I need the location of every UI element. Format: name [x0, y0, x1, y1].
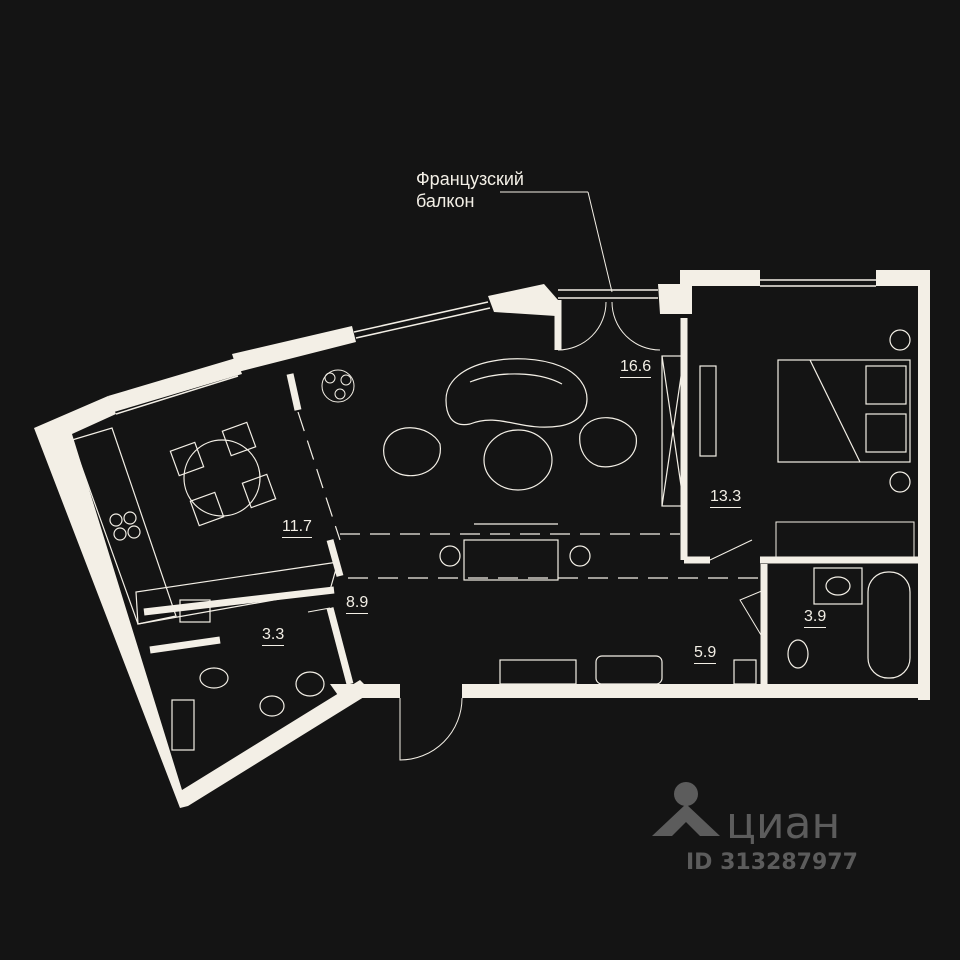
doors — [307, 301, 765, 761]
area-kitchen: 11.7 — [282, 518, 312, 538]
area-small-bath: 3.3 — [262, 626, 285, 646]
french-balcony-label-line2: балкон — [416, 191, 475, 211]
small-bath-fixtures — [171, 667, 325, 751]
outer-walls — [34, 270, 930, 808]
media-console — [439, 523, 591, 581]
annotation-leader — [500, 191, 613, 293]
zone-dividers — [297, 411, 760, 579]
dining-table — [169, 421, 277, 527]
area-hall: 8.9 — [346, 594, 369, 614]
sofa — [383, 358, 637, 491]
area-corridor: 5.9 — [694, 644, 717, 664]
cian-logo-icon — [652, 782, 720, 836]
french-balcony-label-line1: Французский — [416, 169, 524, 189]
watermark-brand: циан — [726, 798, 841, 849]
windows — [113, 279, 876, 415]
plant-icon — [321, 369, 355, 403]
kitchen-counter — [71, 427, 339, 625]
wardrobe — [661, 355, 717, 507]
area-bedroom: 13.3 — [710, 488, 742, 508]
bedroom-wardrobe — [775, 521, 915, 561]
watermark-listing-id: ID 313287977 — [686, 850, 858, 875]
bath-fixtures — [733, 567, 911, 685]
hall-furniture — [499, 655, 663, 685]
area-main-bath: 3.9 — [804, 608, 827, 628]
french-balcony-label: Французский балкон — [416, 168, 524, 212]
bed — [777, 329, 911, 493]
area-living: 16.6 — [620, 358, 652, 378]
